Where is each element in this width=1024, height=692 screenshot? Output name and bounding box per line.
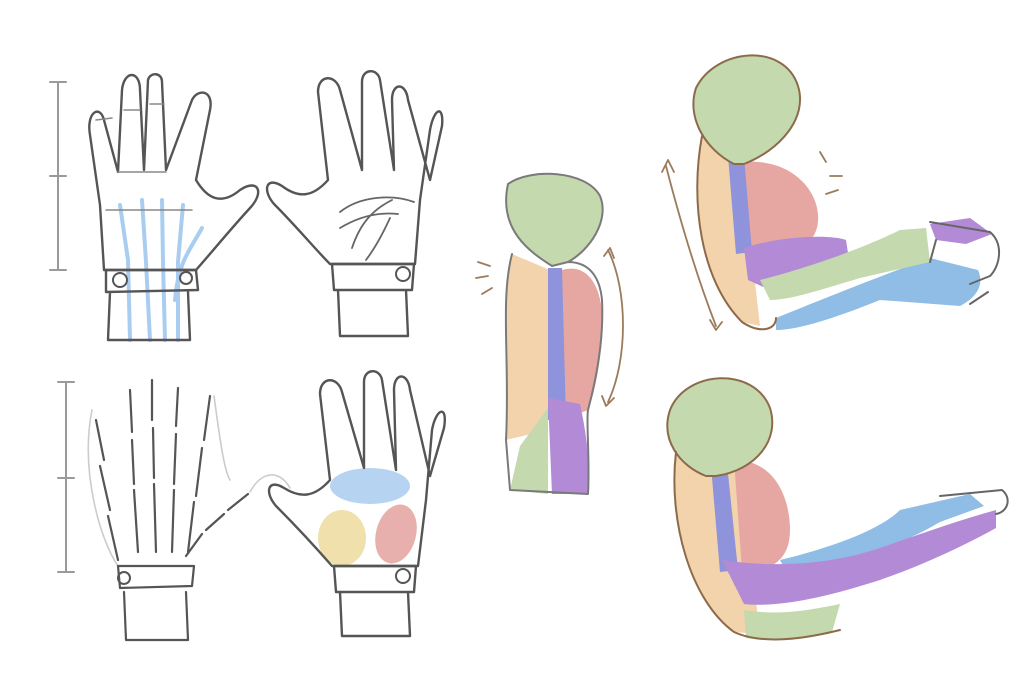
muscle-group-blue <box>330 468 410 504</box>
forearm-purple <box>722 510 996 605</box>
deltoid-green <box>506 173 603 266</box>
hand-outline <box>265 70 444 266</box>
deltoid-green <box>693 55 801 164</box>
knuckle-lines <box>95 103 193 211</box>
wrist <box>332 564 418 638</box>
biceps-red <box>734 460 790 570</box>
triceps-beige <box>505 254 550 440</box>
biceps-red <box>562 268 603 420</box>
wrist <box>330 262 416 338</box>
forearm-green <box>760 228 930 300</box>
arm-extended-bottom <box>666 377 1009 641</box>
hand-skeleton <box>57 378 291 642</box>
motion-arrow <box>601 247 624 407</box>
forearm-green <box>744 604 840 640</box>
hand-back-tendons <box>49 73 260 342</box>
hand-palm-muscle-groups <box>267 370 446 638</box>
motion-ticks <box>819 151 843 195</box>
hand-outline <box>929 221 1000 305</box>
wrist <box>104 268 200 342</box>
measure-bracket <box>49 81 67 271</box>
brachialis-blue <box>548 268 566 420</box>
muscle-group-yellow <box>318 510 366 566</box>
tendon-lines <box>118 198 204 342</box>
hand-outline <box>939 489 1009 515</box>
upper-arm-side <box>475 172 624 495</box>
wrist-bone <box>112 272 128 288</box>
palm-creases <box>339 196 415 261</box>
wrist-bone <box>395 568 411 584</box>
hand-outline <box>267 370 446 568</box>
brachialis-blue <box>728 156 752 254</box>
forearm-green <box>510 408 548 494</box>
finger-bones <box>94 378 250 562</box>
arm-flexed-top <box>661 54 1000 331</box>
wrist-bone <box>395 266 411 282</box>
motion-ticks <box>475 261 493 295</box>
forearm-blue <box>780 494 984 578</box>
forearm-blue <box>776 258 981 330</box>
arm-outline <box>692 54 801 331</box>
triceps-beige <box>697 136 760 326</box>
hand-outline <box>88 73 260 272</box>
arm-outline <box>666 377 841 641</box>
hand-ghost-outline <box>87 395 291 567</box>
wrist-bone <box>179 271 193 285</box>
muscle-group-red <box>375 504 417 564</box>
arm-outline <box>504 172 604 495</box>
deltoid-green <box>667 378 773 476</box>
brachialis-blue <box>710 454 738 572</box>
motion-arrow <box>661 159 723 331</box>
hand-palm-creases <box>265 70 444 338</box>
forearm-purple <box>548 398 589 494</box>
wrist-bone <box>117 571 131 585</box>
measure-bracket <box>57 381 75 573</box>
biceps-red <box>742 161 819 252</box>
